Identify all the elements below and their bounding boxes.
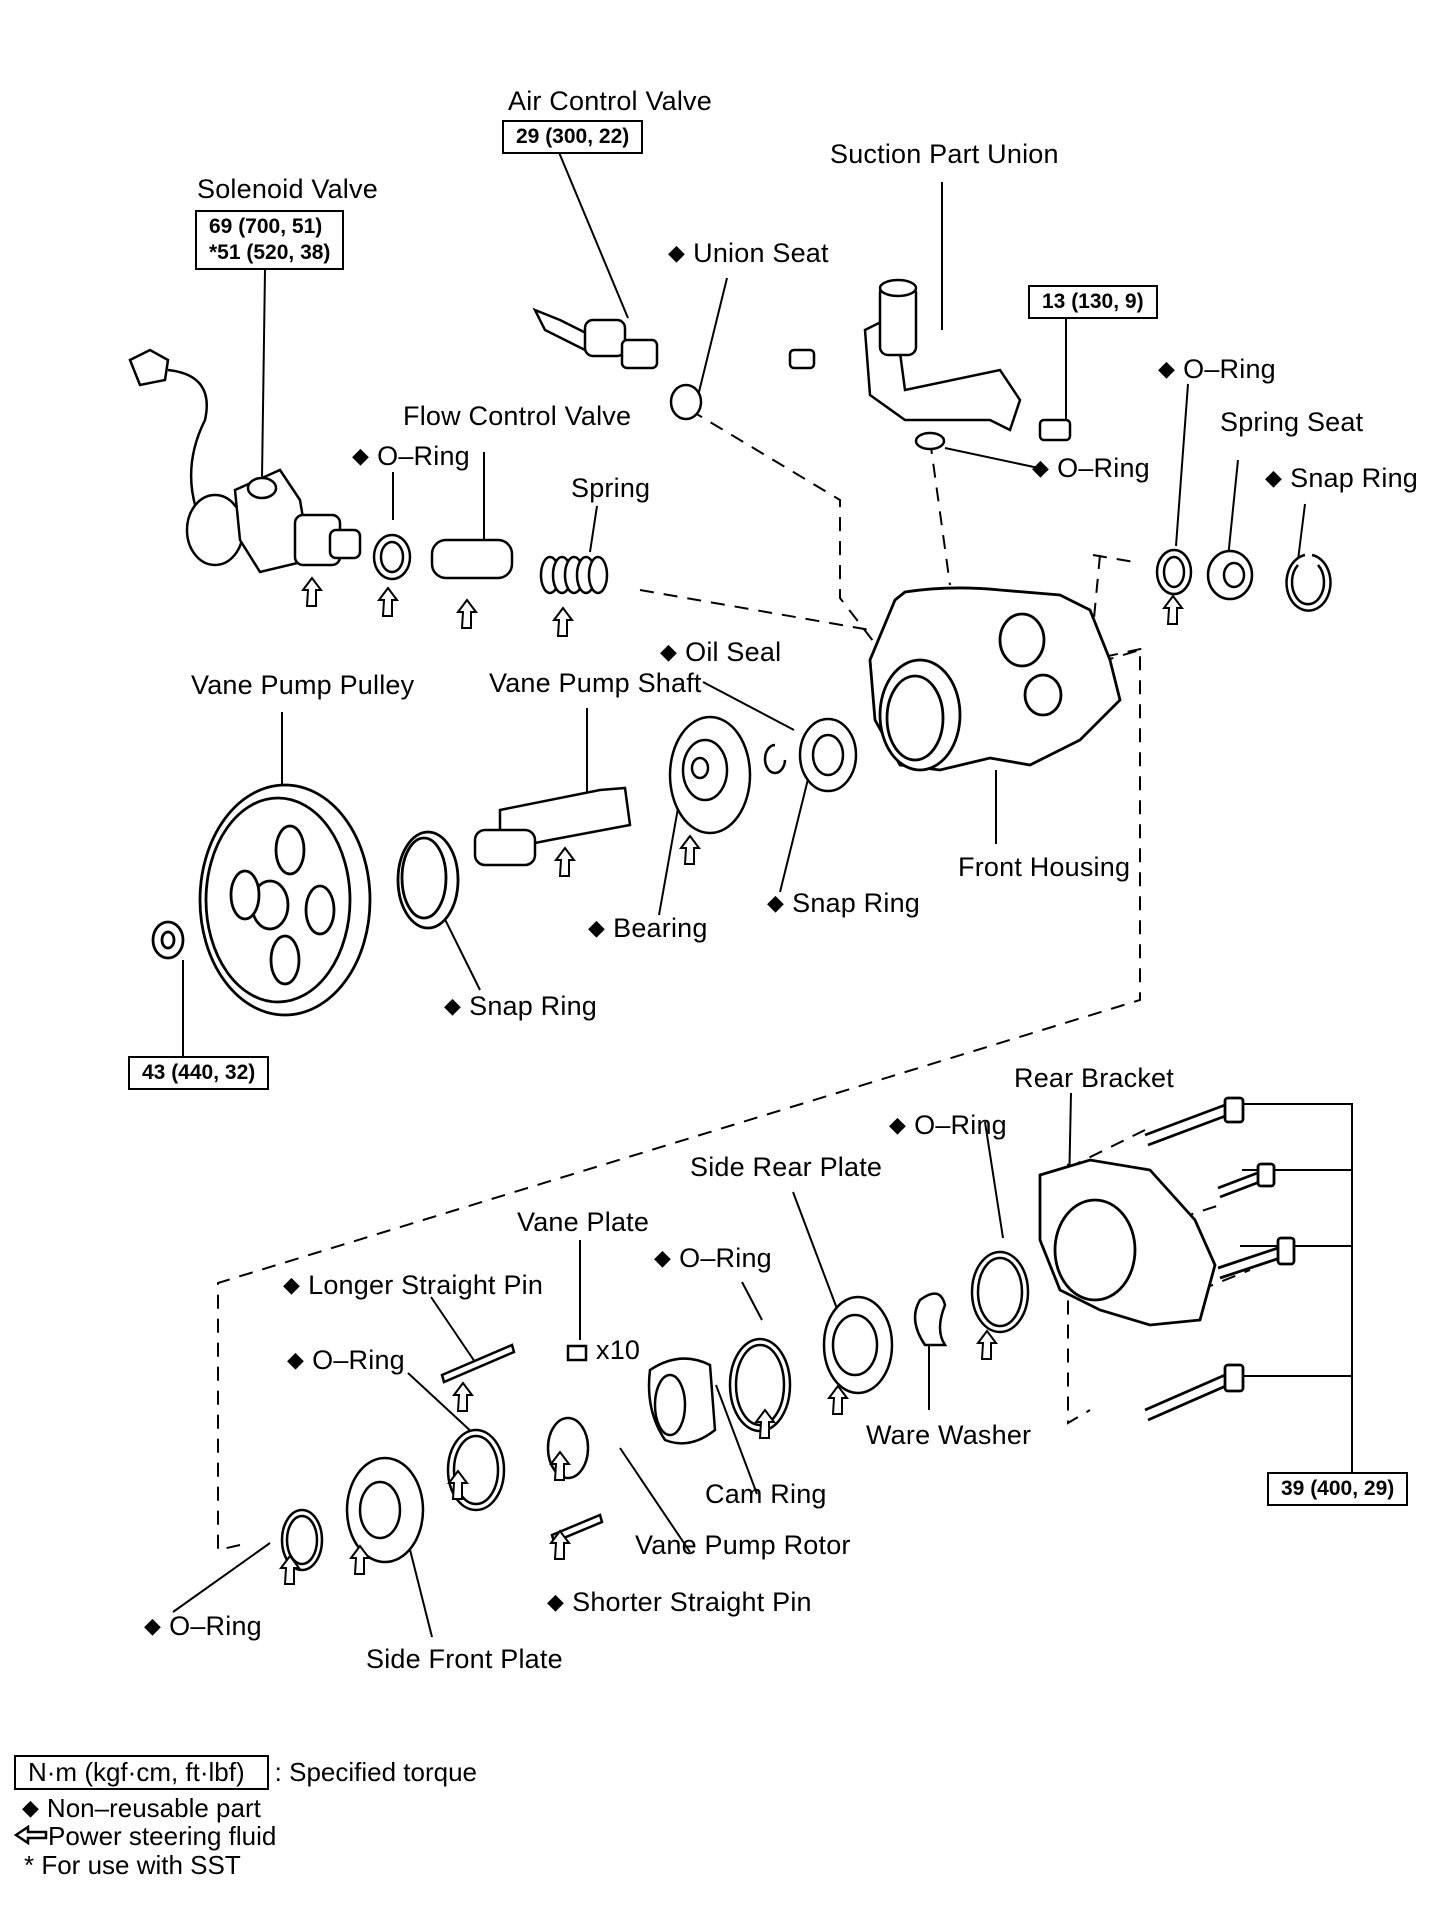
label-snap-ring-pulley: ◆ Snap Ring xyxy=(444,991,597,1021)
label-shorter-straight-pin: ◆ Shorter Straight Pin xyxy=(547,1587,812,1617)
part-name: Union Seat xyxy=(693,238,829,268)
non-reusable-icon: ◆ xyxy=(352,443,370,468)
part-name: Snap Ring xyxy=(469,991,598,1021)
label-spring: Spring xyxy=(571,473,651,503)
non-reusable-icon: ◆ xyxy=(1158,356,1176,381)
non-reusable-icon: ◆ xyxy=(287,1347,305,1372)
part-name: O–Ring xyxy=(312,1345,405,1375)
part-name: Oil Seal xyxy=(685,637,782,667)
legend-non-reusable: ◆ Non–reusable part xyxy=(22,1793,261,1823)
part-name: O–Ring xyxy=(377,441,470,471)
label-vane-pump-pulley: Vane Pump Pulley xyxy=(191,670,415,700)
label-o-ring-cam: ◆ O–Ring xyxy=(654,1243,772,1273)
label-air-control-valve: Air Control Valve xyxy=(508,86,712,116)
label-front-housing: Front Housing xyxy=(958,852,1131,882)
label-o-ring-side-front: ◆ O–Ring xyxy=(144,1611,262,1641)
label-snap-ring-housing: ◆ Snap Ring xyxy=(767,888,920,918)
legend-sst: * For use with SST xyxy=(24,1850,241,1880)
label-snap-ring-rear: ◆ Snap Ring xyxy=(1265,463,1418,493)
legend-torque: N·m (kgf·cm, ft·lbf): Specified torque xyxy=(14,1755,477,1790)
legend-fluid: Power steering fluid xyxy=(14,1822,276,1851)
torque-value: 69 (700, 51) xyxy=(209,215,323,238)
label-cam-ring: Cam Ring xyxy=(705,1479,827,1509)
torque-pulley-nut: 43 (440, 32) xyxy=(128,1056,270,1090)
torque-value: 39 (400, 29) xyxy=(1281,1477,1395,1500)
torque-solenoid-valve: 69 (700, 51) *51 (520, 38) xyxy=(195,210,345,270)
label-o-ring-rear-bracket: ◆ O–Ring xyxy=(889,1110,1007,1140)
label-vane-pump-rotor: Vane Pump Rotor xyxy=(635,1530,851,1560)
legend-torque-desc: : Specified torque xyxy=(274,1757,478,1787)
part-name: O–Ring xyxy=(1183,354,1276,384)
label-vane-pump-shaft: Vane Pump Shaft xyxy=(489,668,702,698)
legend-torque-unit: N·m (kgf·cm, ft·lbf) xyxy=(14,1755,269,1790)
torque-air-control-valve: 29 (300, 22) xyxy=(502,120,644,154)
label-spring-seat: Spring Seat xyxy=(1220,407,1364,437)
part-name: O–Ring xyxy=(169,1611,262,1641)
part-name: Snap Ring xyxy=(792,888,921,918)
part-name: Shorter Straight Pin xyxy=(572,1587,812,1617)
label-o-ring-suction: ◆ O–Ring xyxy=(1032,453,1150,483)
label-union-seat: ◆ Union Seat xyxy=(668,238,829,268)
torque-value: 43 (440, 32) xyxy=(142,1061,256,1084)
label-longer-straight-pin: ◆ Longer Straight Pin xyxy=(283,1270,543,1300)
part-name: Bearing xyxy=(613,913,708,943)
part-name: Longer Straight Pin xyxy=(308,1270,544,1300)
label-o-ring-spring-seat: ◆ O–Ring xyxy=(1158,354,1276,384)
non-reusable-icon: ◆ xyxy=(444,993,462,1018)
torque-value-sst: *51 (520, 38) xyxy=(209,241,331,264)
torque-rear-bracket-bolts: 39 (400, 29) xyxy=(1267,1472,1409,1506)
non-reusable-icon: ◆ xyxy=(1265,465,1283,490)
label-rear-bracket: Rear Bracket xyxy=(1014,1063,1174,1093)
non-reusable-icon: ◆ xyxy=(660,639,678,664)
part-name: O–Ring xyxy=(914,1110,1007,1140)
non-reusable-icon: ◆ xyxy=(767,890,785,915)
non-reusable-icon: ◆ xyxy=(22,1795,39,1820)
label-oil-seal: ◆ Oil Seal xyxy=(660,637,781,667)
torque-value: 29 (300, 22) xyxy=(516,125,630,148)
label-o-ring-flow: ◆ O–Ring xyxy=(352,441,470,471)
torque-value: 13 (130, 9) xyxy=(1042,290,1144,313)
part-name: O–Ring xyxy=(1057,453,1150,483)
label-side-front-plate: Side Front Plate xyxy=(366,1644,563,1674)
label-vane-plate-qty: x10 xyxy=(596,1335,641,1365)
label-flow-control-valve: Flow Control Valve xyxy=(403,401,632,431)
non-reusable-icon: ◆ xyxy=(889,1112,907,1137)
non-reusable-icon: ◆ xyxy=(1032,455,1050,480)
part-name: O–Ring xyxy=(679,1243,772,1273)
non-reusable-icon: ◆ xyxy=(654,1245,672,1270)
part-name: Snap Ring xyxy=(1290,463,1419,493)
label-solenoid-valve: Solenoid Valve xyxy=(197,174,378,204)
torque-suction-union-bolt: 13 (130, 9) xyxy=(1028,285,1158,319)
fluid-arrow-icon xyxy=(14,1825,48,1845)
non-reusable-icon: ◆ xyxy=(144,1613,162,1638)
legend-non-reusable-text: Non–reusable part xyxy=(46,1793,261,1823)
label-suction-part-union: Suction Part Union xyxy=(830,139,1059,169)
label-bearing: ◆ Bearing xyxy=(588,913,708,943)
non-reusable-icon: ◆ xyxy=(668,240,686,265)
non-reusable-icon: ◆ xyxy=(588,915,606,940)
non-reusable-icon: ◆ xyxy=(547,1589,565,1614)
non-reusable-icon: ◆ xyxy=(283,1272,301,1297)
label-ware-washer: Ware Washer xyxy=(866,1420,1032,1450)
label-o-ring-front-plate: ◆ O–Ring xyxy=(287,1345,405,1375)
legend-fluid-text: Power steering fluid xyxy=(48,1821,277,1851)
label-vane-plate: Vane Plate xyxy=(517,1207,650,1237)
label-side-rear-plate: Side Rear Plate xyxy=(690,1152,883,1182)
